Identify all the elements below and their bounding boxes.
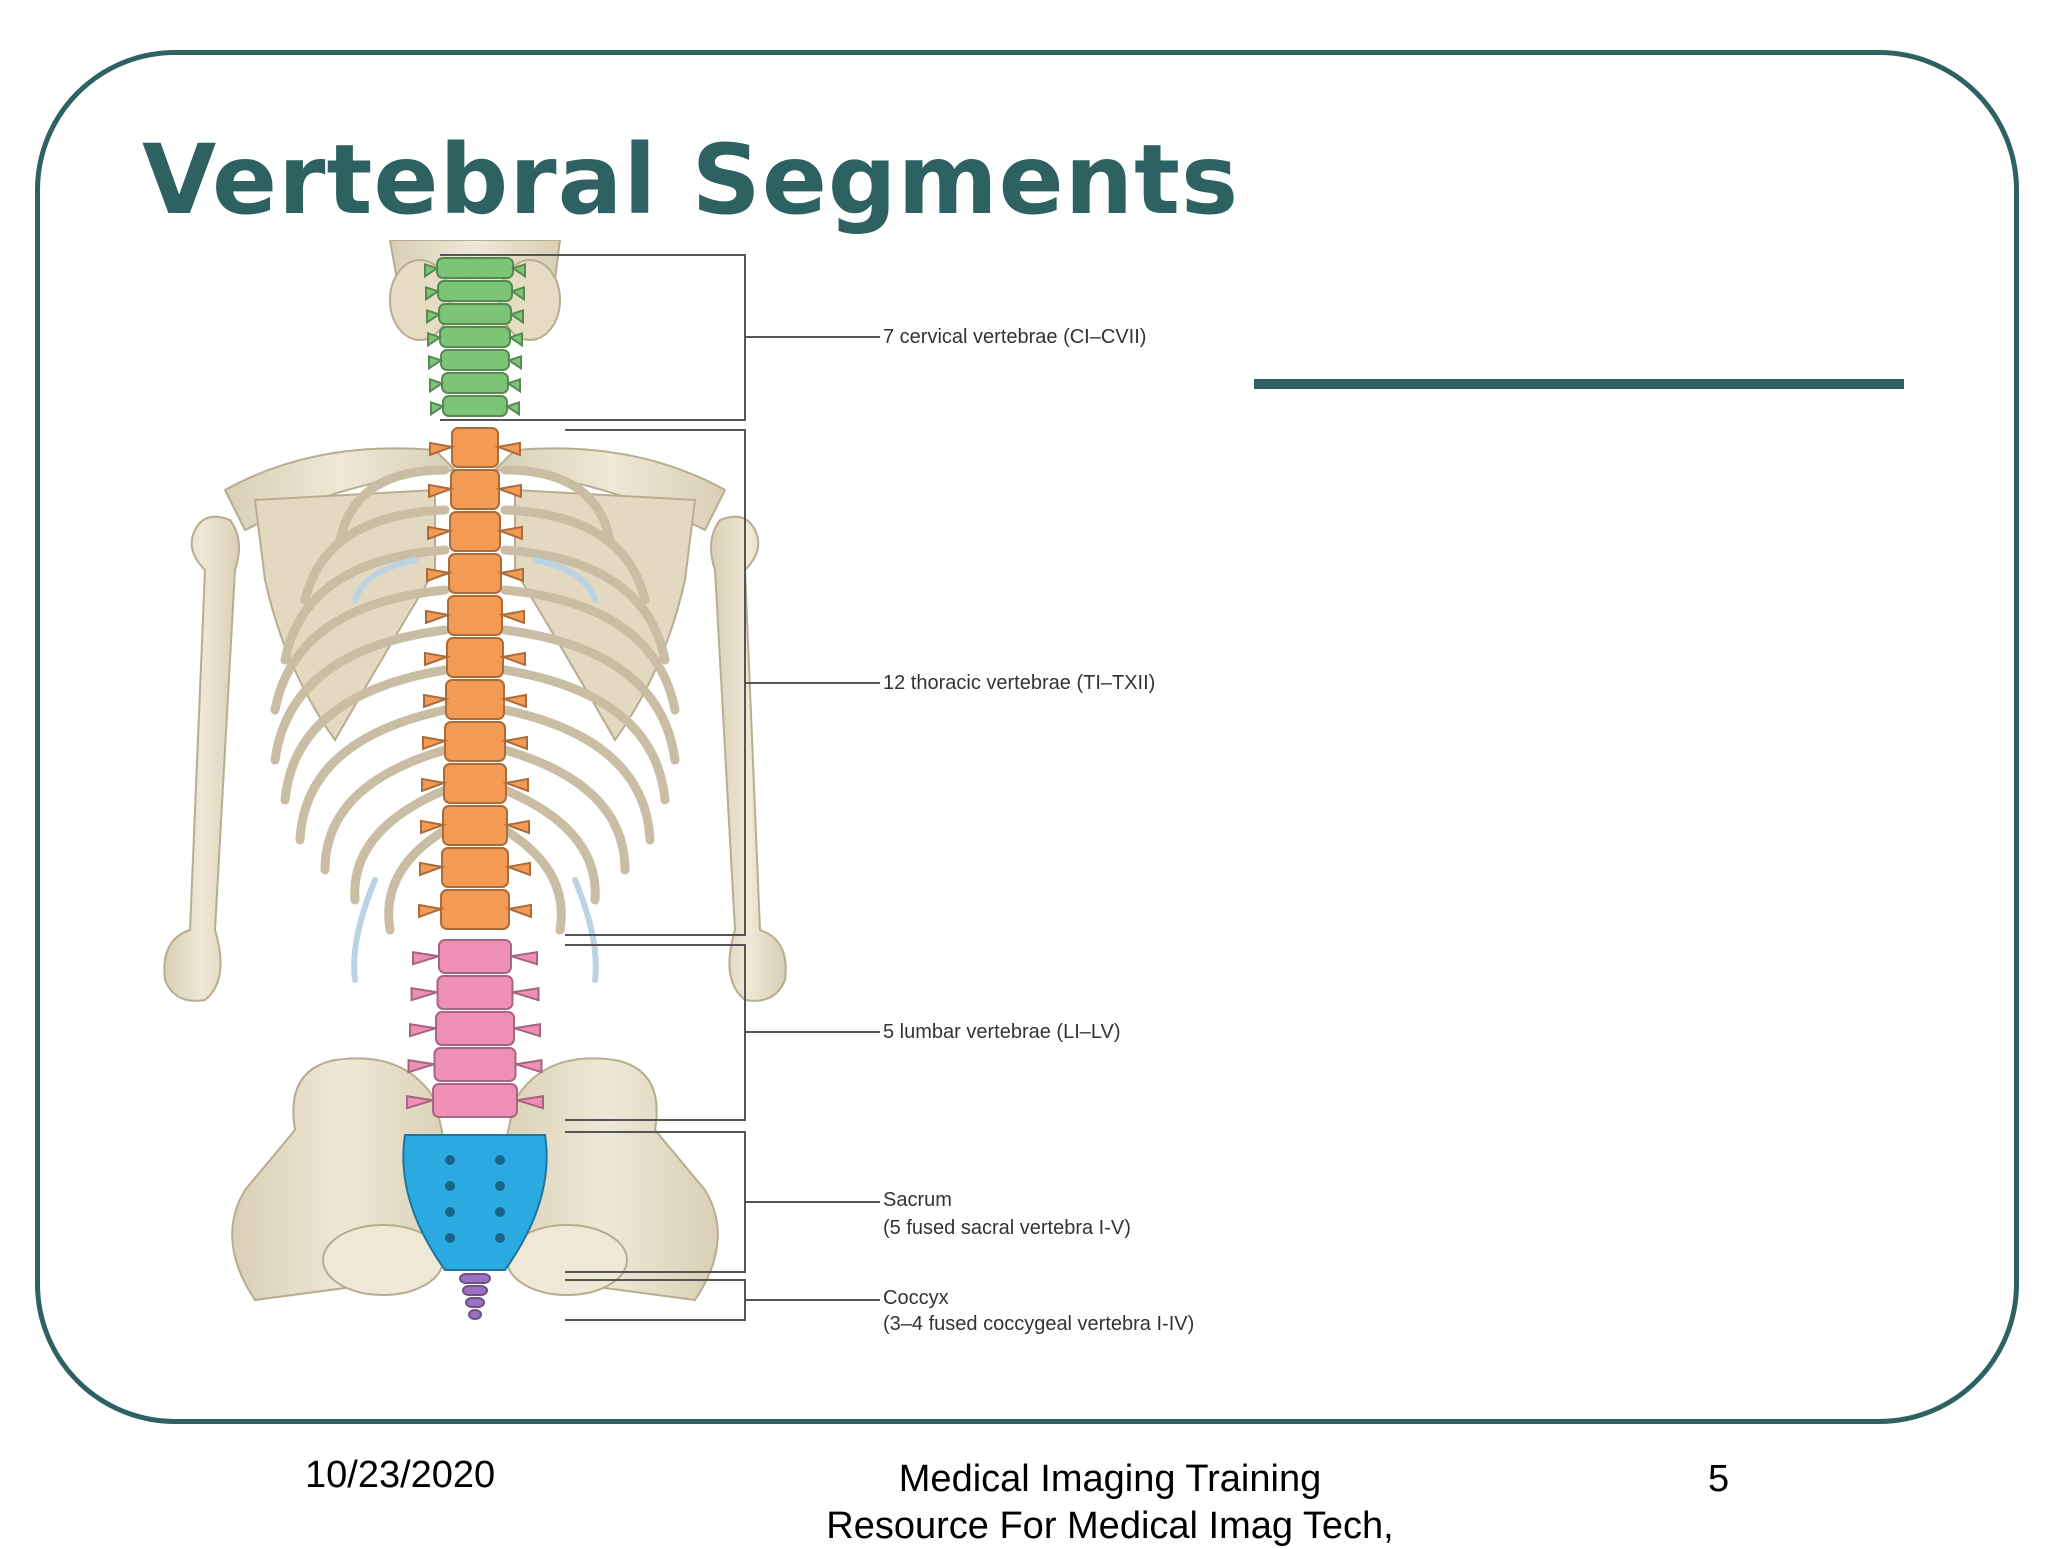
label-thoracic: 12 thoracic vertebrae (TI–TXII)	[883, 672, 1156, 694]
label-cervical: 7 cervical vertebrae (CI–CVII)	[883, 326, 1147, 348]
slide-title: Vertebral Segments	[142, 124, 1240, 236]
skeleton-illustration	[163, 240, 880, 1321]
footer-date: 10/23/2020	[305, 1454, 496, 1496]
label-coccyx: Coccyx	[883, 1287, 949, 1309]
footer-source-line2: Resource For Medical Imag Tech,	[826, 1504, 1394, 1547]
label-lumbar: 5 lumbar vertebrae (LI–LV)	[883, 1021, 1121, 1043]
label-sacrum-detail: (5 fused sacral vertebra I-V)	[883, 1217, 1131, 1239]
label-sacrum: Sacrum	[883, 1189, 952, 1211]
accent-rule	[1254, 379, 1904, 389]
label-coccyx-detail: (3–4 fused coccygeal vertebra I-IV)	[883, 1313, 1195, 1335]
footer-page-number: 5	[1708, 1458, 1730, 1500]
vertebral-column-figure: 7 cervical vertebrae (CI–CVII) 12 thorac…	[135, 240, 1265, 1340]
footer-source-line1: Medical Imaging Training	[898, 1458, 1322, 1500]
footer-source: Medical Imaging Training Resource For Me…	[740, 1456, 1480, 1549]
slide-frame	[35, 50, 2019, 1424]
